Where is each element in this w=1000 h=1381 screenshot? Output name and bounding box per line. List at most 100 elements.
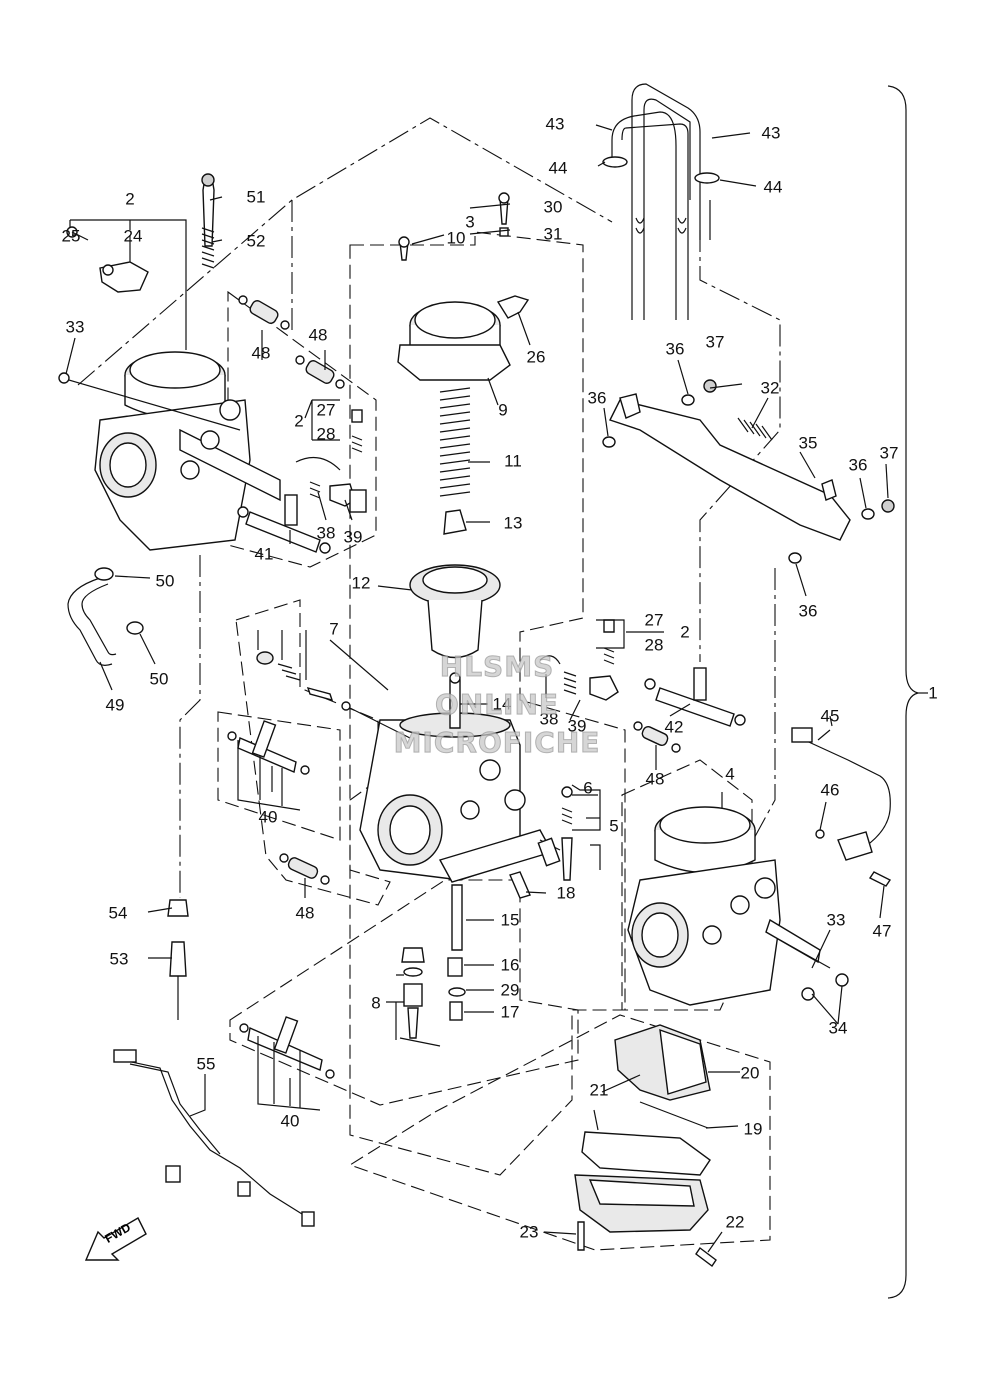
callout-40: 40	[280, 1111, 300, 1131]
callout-8: 8	[371, 993, 381, 1013]
screw-47	[868, 871, 892, 887]
callout-34: 34	[828, 1018, 848, 1038]
assembly-brace	[887, 85, 919, 1299]
washer-36-b	[602, 436, 616, 448]
callout-37: 37	[705, 332, 725, 352]
sensor-cable-45	[799, 737, 891, 847]
callout-4: 4	[725, 764, 735, 784]
callout-30: 30	[543, 197, 563, 217]
callout-49: 49	[105, 695, 125, 715]
callout-15: 15	[500, 910, 520, 930]
boundary-line-right-lower	[751, 568, 776, 843]
callout-5: 5	[609, 816, 619, 836]
spring-38-right	[563, 671, 577, 695]
callout-35: 35	[798, 433, 818, 453]
callout-54: 54	[108, 903, 128, 923]
callout-40: 40	[258, 807, 278, 827]
screw-37-a	[703, 379, 717, 393]
t-fitting-42	[644, 667, 746, 727]
spring-52	[201, 227, 215, 269]
callout-46: 46	[820, 780, 840, 800]
sensor-53	[169, 941, 187, 977]
clamp-50-upper	[94, 567, 114, 581]
callout-41: 41	[254, 544, 274, 564]
callout-21: 21	[589, 1080, 609, 1100]
needle-jet-15	[451, 884, 463, 951]
callout-12: 12	[351, 573, 371, 593]
callout-27: 27	[644, 610, 664, 630]
fitting-48-right	[633, 721, 681, 753]
washer-36-d	[788, 552, 802, 564]
boundary-line-right-upper	[699, 230, 781, 662]
callout-51: 51	[246, 187, 266, 207]
callout-11: 11	[504, 451, 522, 471]
washer-36-c	[861, 508, 875, 520]
connector-54	[167, 899, 189, 917]
watermark-line-2: ONLINE	[434, 688, 560, 722]
callout-55: 55	[196, 1054, 216, 1074]
lower-body-boundary	[235, 599, 391, 906]
callout-43: 43	[545, 114, 565, 134]
callout-23: 23	[519, 1222, 539, 1242]
callout-2: 2	[294, 411, 304, 431]
callout-33: 33	[65, 317, 85, 337]
right-carburetor	[627, 806, 849, 1006]
left-carburetor	[58, 351, 281, 551]
callout-10: 10	[446, 228, 466, 248]
callout-33: 33	[826, 910, 846, 930]
callout-17: 17	[500, 1002, 520, 1022]
clamp-50-lower	[126, 621, 144, 635]
callout-53: 53	[109, 949, 129, 969]
t-fitting-41	[245, 511, 321, 553]
pilot-screw-plug	[256, 651, 274, 665]
main-jet-16	[447, 957, 463, 977]
callout-26: 26	[526, 347, 546, 367]
spring-28	[351, 435, 363, 453]
jet-18	[509, 871, 531, 899]
callout-36: 36	[848, 455, 868, 475]
callout-14: 14	[492, 694, 512, 714]
callout-44: 44	[763, 177, 783, 197]
screw-22	[695, 1246, 717, 1268]
callout-52: 52	[246, 231, 266, 251]
needle-holder-13	[443, 509, 467, 535]
callout-18: 18	[556, 883, 576, 903]
callout-31: 31	[543, 224, 563, 244]
clip-38	[539, 655, 561, 665]
screw-27	[351, 409, 363, 423]
watermark-line-1: HLSMS	[439, 650, 555, 684]
float-pin-19	[639, 1101, 709, 1129]
callout-20: 20	[740, 1063, 760, 1083]
spring-5-6	[561, 807, 573, 825]
callout-29: 29	[500, 980, 520, 1000]
washer-31	[499, 227, 509, 237]
callout-36: 36	[665, 339, 685, 359]
callout-38: 38	[539, 709, 559, 729]
screw-27-right	[603, 619, 615, 633]
pilot-jet-17	[449, 1001, 463, 1021]
spring-38	[309, 481, 321, 499]
leader-lines	[65, 124, 928, 1253]
sensor-connector	[791, 727, 813, 743]
bracket-26	[496, 295, 530, 319]
screw-23	[577, 1221, 585, 1251]
gasket-21	[581, 1131, 711, 1176]
washer-36-a	[681, 394, 695, 406]
callout-22: 22	[725, 1212, 745, 1232]
callout-2: 2	[125, 189, 135, 209]
callout-44: 44	[548, 158, 568, 178]
spring-32	[737, 417, 773, 441]
callout-24: 24	[123, 226, 143, 246]
bracket-39-right	[589, 675, 619, 701]
callout-38: 38	[316, 523, 336, 543]
pilot-spring	[277, 663, 301, 681]
callout-39: 39	[343, 527, 363, 547]
link-plate-35	[609, 399, 851, 541]
fwd-arrow-icon	[84, 1217, 147, 1261]
wire-harness-55	[121, 1059, 303, 1215]
t-fitting-40-lower	[239, 1016, 335, 1079]
callout-50: 50	[149, 669, 169, 689]
callout-50: 50	[155, 571, 175, 591]
